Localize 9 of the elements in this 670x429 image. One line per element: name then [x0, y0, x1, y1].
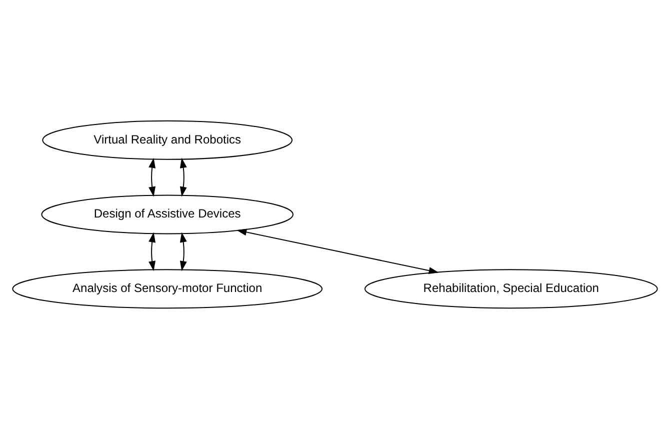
arrow — [236, 228, 439, 274]
node-ellipse: Analysis of Sensory-motor Function — [12, 269, 323, 309]
arrow — [148, 232, 156, 272]
arrow — [180, 158, 187, 197]
node-ellipse: Virtual Reality and Robotics — [42, 120, 293, 160]
node-ellipse: Design of Assistive Devices — [41, 194, 294, 234]
arrow — [180, 232, 187, 272]
node-ellipse: Rehabilitation, Special Education — [364, 269, 658, 309]
arrow — [148, 158, 156, 197]
